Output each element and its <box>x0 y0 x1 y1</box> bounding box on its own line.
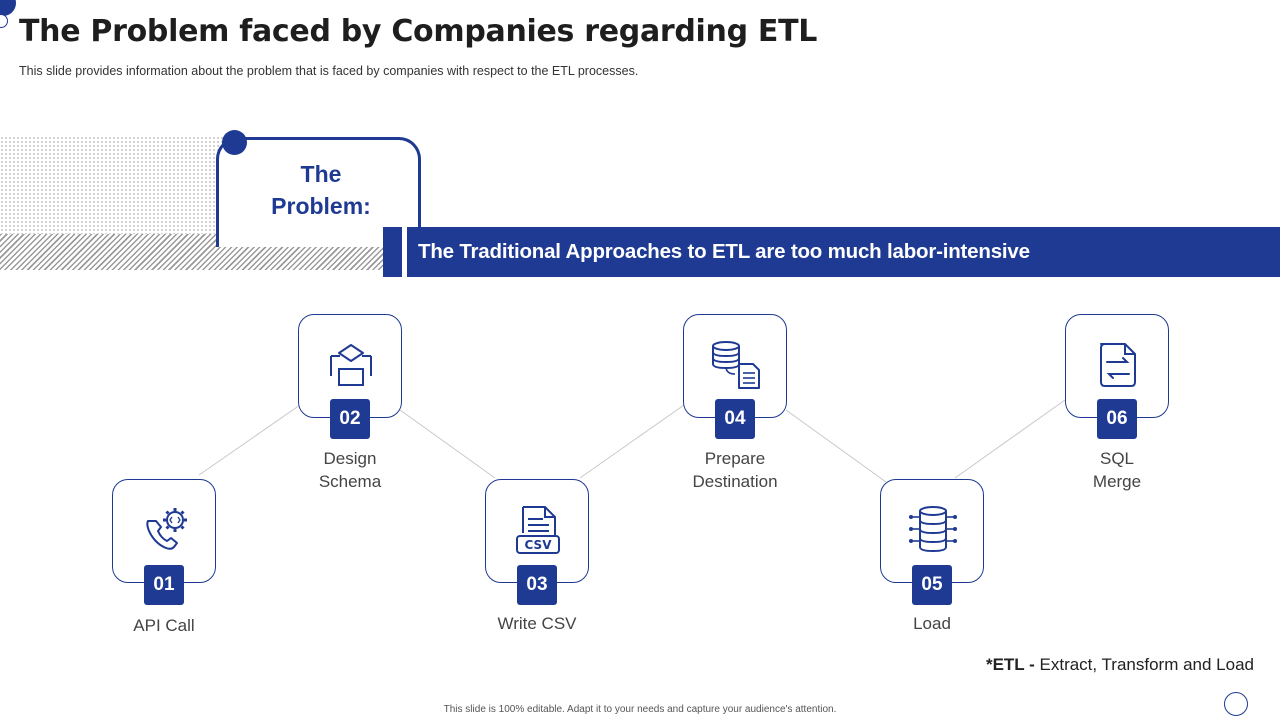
problem-banner: The Traditional Approaches to ETL are to… <box>407 227 1280 277</box>
problem-banner-text: The Traditional Approaches to ETL are to… <box>418 240 1030 263</box>
problem-label-line2: Problem: <box>271 193 371 219</box>
corner-circle-decoration <box>1224 692 1248 716</box>
phone-gear-icon <box>146 508 187 550</box>
connector-05-06 <box>954 399 1066 479</box>
slide-subtitle: This slide provides information about th… <box>19 64 639 78</box>
connector-01-02 <box>198 404 301 476</box>
connector-04-05 <box>785 409 887 483</box>
csv-file-icon: CSV <box>516 506 560 554</box>
footnote-definition: Extract, Transform and Load <box>1034 655 1255 674</box>
schema-icon <box>330 344 372 386</box>
step-label-06-line1: SQL <box>1099 449 1135 468</box>
problem-label: The Problem: <box>221 158 421 222</box>
step-label-04: Prepare Destination <box>655 447 815 493</box>
step-label-04-line1: Prepare <box>704 449 766 468</box>
footnote-term: *ETL - <box>985 655 1035 674</box>
database-load-icon <box>909 506 957 553</box>
step-label-01-line1: API Call <box>133 616 195 635</box>
step-label-02: Design Schema <box>270 447 430 493</box>
step-number-04: 04 <box>715 399 755 439</box>
step-number-06: 06 <box>1097 399 1137 439</box>
step-label-02-line2: Schema <box>318 472 382 491</box>
svg-text:CSV: CSV <box>525 538 553 552</box>
step-label-02-line1: Design <box>323 449 377 468</box>
connector-02-03 <box>399 409 496 479</box>
step-label-06: SQL Merge <box>1037 447 1197 493</box>
step-number-03: 03 <box>517 565 557 605</box>
step-number-02: 02 <box>330 399 370 439</box>
corner-decoration-dot <box>0 0 16 16</box>
step-label-06-line2: Merge <box>1092 472 1142 491</box>
step-label-03-line1: Write CSV <box>497 614 577 633</box>
step-number-01: 01 <box>144 565 184 605</box>
step-label-05-line1: Load <box>913 614 951 633</box>
connector-03-04 <box>579 404 685 479</box>
step-label-01: API Call <box>84 614 244 637</box>
step-number-05: 05 <box>912 565 952 605</box>
database-document-icon <box>712 341 760 389</box>
step-label-04-line2: Destination <box>692 472 778 491</box>
problem-label-line1: The <box>300 161 342 187</box>
footer-note: This slide is 100% editable. Adapt it to… <box>443 704 837 715</box>
step-label-05: Load <box>852 612 1012 635</box>
step-label-03: Write CSV <box>457 612 617 635</box>
banner-accent-block <box>383 227 402 277</box>
file-merge-icon <box>1100 343 1136 387</box>
slide-title: The Problem faced by Companies regarding… <box>19 14 818 49</box>
etl-footnote: *ETL - Extract, Transform and Load <box>986 655 1254 675</box>
problem-box-dot <box>222 130 247 155</box>
